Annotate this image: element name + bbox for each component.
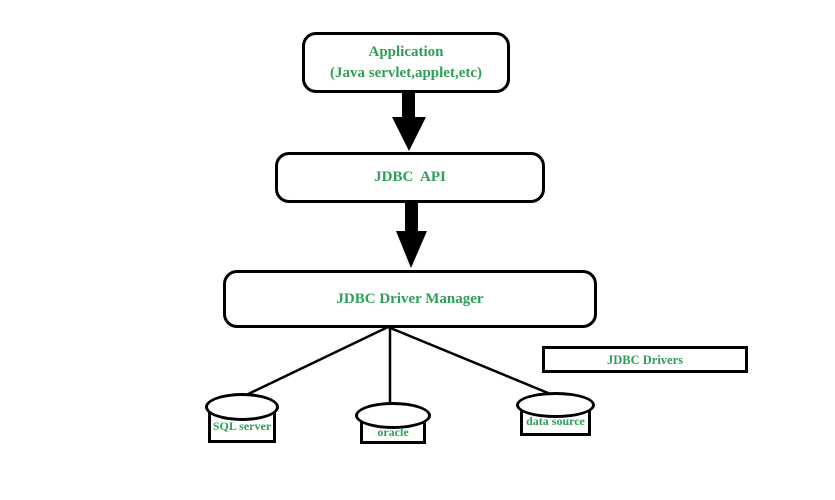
database-cylinder-oracle: oracle <box>355 402 431 444</box>
oracle-label: oracle <box>377 425 409 439</box>
database-cylinder-sql-server: SQL server <box>205 393 279 443</box>
jdbc-driver-manager-label: JDBC Driver Manager <box>336 290 484 307</box>
cylinder-top-ellipse <box>205 393 279 421</box>
jdbc-api-label: JDBC API <box>374 169 446 185</box>
cylinder-top-ellipse <box>516 392 595 418</box>
arrow-api-to-driver-manager-icon <box>396 202 427 268</box>
application-box: Application (Java servlet,applet,etc) <box>302 32 510 93</box>
application-label-line1: Application <box>368 43 444 60</box>
line-driver-manager-to-sql-server <box>241 325 389 399</box>
jdbc-drivers-box: JDBC Drivers <box>542 346 748 373</box>
jdbc-drivers-label: JDBC Drivers <box>606 352 684 367</box>
line-driver-manager-to-data-source <box>387 325 549 395</box>
application-label-line2: (Java servlet,applet,etc) <box>329 64 483 81</box>
cylinder-top-ellipse <box>355 402 431 429</box>
jdbc-api-box: JDBC API <box>275 152 545 203</box>
database-cylinder-data-source: data source <box>516 392 595 436</box>
data-source-label: data source <box>526 414 585 428</box>
sql-server-label: SQL server <box>212 419 272 433</box>
arrow-application-to-api-icon <box>392 93 426 151</box>
jdbc-driver-manager-box: JDBC Driver Manager <box>223 270 597 328</box>
